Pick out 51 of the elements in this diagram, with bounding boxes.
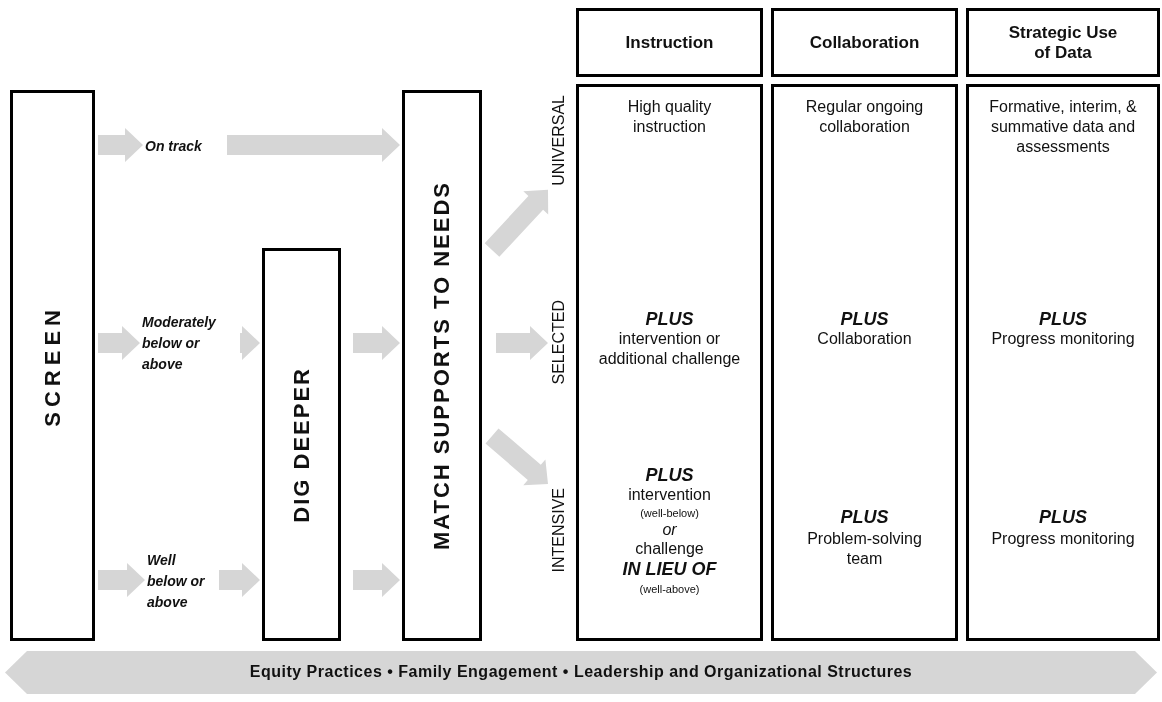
stage-title: MATCH SUPPORTS TO NEEDS bbox=[429, 181, 455, 551]
plus-heading: PLUS bbox=[644, 309, 695, 329]
plus-heading: PLUS bbox=[1038, 309, 1088, 329]
plus-heading: PLUS bbox=[1038, 507, 1088, 527]
plus-heading: PLUS bbox=[839, 309, 890, 329]
band-text: Equity Practices • Family Engagement • Leadership and Organizational Structures bbox=[248, 663, 914, 681]
block-arrow bbox=[240, 326, 260, 360]
plus-heading: IN LIEU OF bbox=[621, 559, 718, 579]
block-arrow bbox=[98, 128, 143, 162]
block-arrow bbox=[496, 326, 548, 360]
stage-box bbox=[402, 90, 482, 641]
block-arrow bbox=[98, 563, 145, 597]
block-arrow bbox=[227, 128, 400, 162]
cell-note: (well-below) bbox=[639, 507, 700, 520]
column-box bbox=[966, 84, 1160, 641]
stage-title: SCREEN bbox=[39, 304, 66, 427]
column-box bbox=[771, 84, 958, 641]
column-header: Strategic Use of Data bbox=[966, 8, 1160, 77]
foundation-band bbox=[5, 651, 1157, 694]
stage-title: DIG DEEPER bbox=[288, 366, 315, 523]
cell-note: (well-above) bbox=[638, 583, 701, 596]
cell-text: Collaboration bbox=[816, 329, 913, 349]
cell-text: intervention bbox=[627, 485, 712, 505]
tier-label: SELECTED bbox=[550, 300, 568, 385]
block-arrow bbox=[219, 563, 260, 597]
cell-text: Regular ongoing collaboration bbox=[804, 97, 925, 137]
cell-text: challenge bbox=[634, 539, 705, 559]
tier-label: INTENSIVE bbox=[550, 488, 568, 573]
block-arrow bbox=[353, 326, 400, 360]
cell-text: or bbox=[661, 520, 678, 540]
cell-text: Progress monitoring bbox=[990, 329, 1136, 349]
cell-text: High quality instruction bbox=[626, 97, 713, 137]
block-arrow bbox=[484, 189, 549, 257]
block-arrow bbox=[485, 428, 548, 486]
branch-label: On track bbox=[145, 135, 223, 157]
plus-heading: PLUS bbox=[644, 465, 695, 485]
block-arrow bbox=[98, 326, 140, 360]
cell-text: Formative, interim, & summative data and assessments bbox=[988, 97, 1138, 157]
stage-box bbox=[262, 248, 341, 641]
cell-text: Problem-solving team bbox=[806, 529, 923, 569]
tier-label: UNIVERSAL bbox=[550, 95, 568, 186]
block-arrow bbox=[353, 563, 400, 597]
cell-text: Progress monitoring bbox=[990, 529, 1136, 549]
branch-label: Well below or above bbox=[147, 548, 215, 614]
stage-box bbox=[10, 90, 95, 641]
column-header: Collaboration bbox=[771, 8, 958, 77]
branch-label: Moderately below or above bbox=[142, 310, 238, 376]
cell-text: intervention or additional challenge bbox=[597, 329, 742, 369]
column-header: Instruction bbox=[576, 8, 763, 77]
plus-heading: PLUS bbox=[839, 507, 890, 527]
column-box bbox=[576, 84, 763, 641]
